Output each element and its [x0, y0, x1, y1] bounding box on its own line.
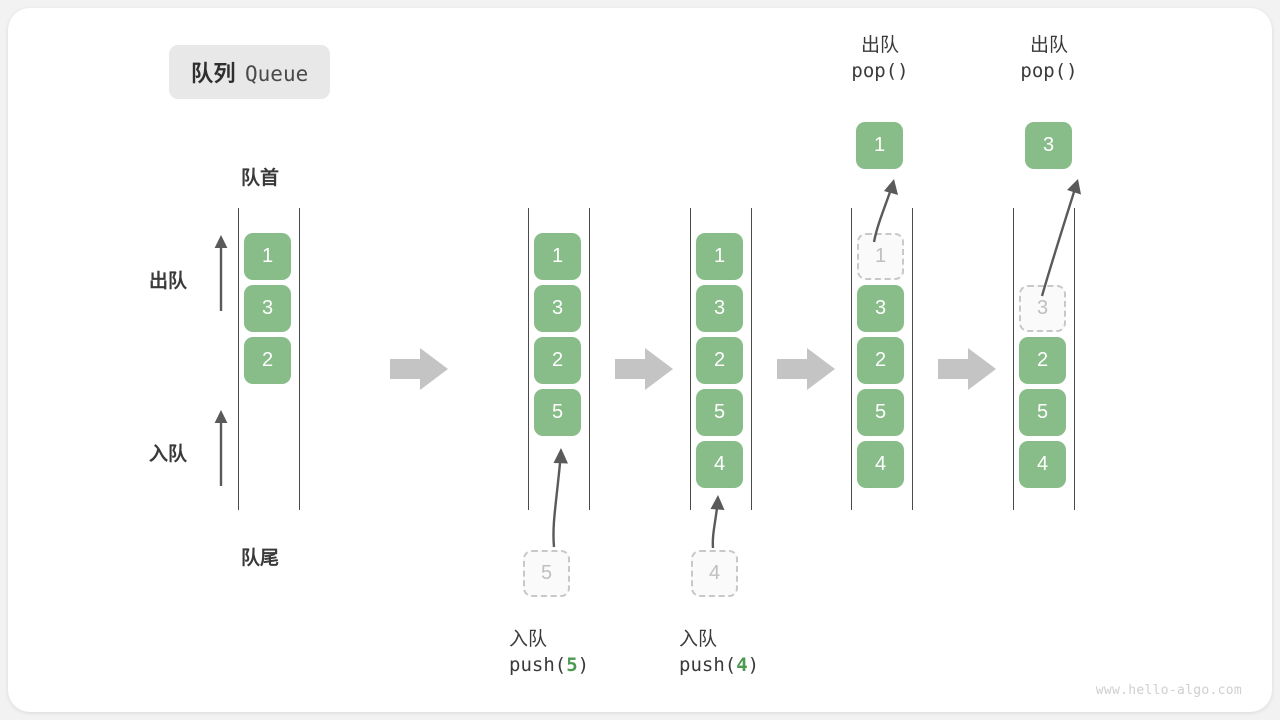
- diagram-canvas: 队列 Queue 队首 队尾 出队 入队 1 3 2: [8, 8, 1272, 712]
- queue-head-label: 队首: [241, 168, 280, 189]
- dequeue-direction-arrow-icon: [214, 235, 228, 311]
- queue-cell: 2: [1019, 337, 1066, 384]
- rail-left: [528, 208, 529, 510]
- pop-arrow-icon: [1040, 179, 1081, 297]
- queue-cell: 3: [696, 285, 743, 332]
- rail-right: [912, 208, 913, 510]
- diagram-card: 队列 Queue 队首 队尾 出队 入队 1 3 2: [8, 8, 1272, 712]
- queue-cell: 1: [244, 233, 291, 280]
- pop-arrow-icon: [872, 179, 898, 243]
- rail-left: [851, 208, 852, 510]
- pending-push-ghost-cell: 4: [691, 550, 738, 597]
- title-en: Queue: [245, 62, 309, 86]
- queue-cell: 3: [857, 285, 904, 332]
- queue-cell: 5: [696, 389, 743, 436]
- pop-1-caption: 出队 pop(): [820, 34, 940, 83]
- enqueue-direction-arrow-icon: [214, 410, 228, 486]
- push-arrow-icon: [710, 495, 725, 549]
- queue-tail-label: 队尾: [241, 548, 280, 569]
- rail-left: [690, 208, 691, 510]
- queue-cell: 1: [696, 233, 743, 280]
- push-arrow-icon: [552, 448, 568, 548]
- rail-right: [751, 208, 752, 510]
- pop-3-caption-cn: 出队: [1029, 35, 1068, 56]
- push-5-caption-cn: 入队: [509, 629, 548, 650]
- enqueue-direction-label: 入队: [149, 444, 188, 465]
- popped-cell: 1: [856, 122, 903, 169]
- rail-left: [238, 208, 239, 510]
- queue-cell: 1: [534, 233, 581, 280]
- popped-cell: 3: [1025, 122, 1072, 169]
- queue-cell: 5: [857, 389, 904, 436]
- diagram-title-chip: 队列 Queue: [169, 45, 331, 99]
- queue-cell: 2: [857, 337, 904, 384]
- queue-cell: 4: [1019, 441, 1066, 488]
- push-5-caption: 入队 push(5): [509, 628, 589, 677]
- rail-right: [1074, 208, 1075, 510]
- queue-cell: 5: [1019, 389, 1066, 436]
- push-4-caption-code: push(4): [679, 653, 760, 676]
- queue-cell: 3: [534, 285, 581, 332]
- watermark: www.hello-algo.com: [1095, 683, 1242, 698]
- step-separator-arrow-icon: [615, 348, 673, 390]
- rail-right: [299, 208, 300, 510]
- queue-cell: 4: [857, 441, 904, 488]
- push-4-caption-cn: 入队: [679, 629, 718, 650]
- pop-3-caption: 出队 pop(): [989, 34, 1109, 83]
- pending-push-ghost-cell: 5: [523, 550, 570, 597]
- push-4-caption: 入队 push(4): [679, 628, 759, 677]
- step-separator-arrow-icon: [777, 348, 835, 390]
- rail-left: [1013, 208, 1014, 510]
- pop-1-caption-code: pop(): [851, 59, 909, 82]
- queue-cell-new: 5: [534, 389, 581, 436]
- step-separator-arrow-icon: [938, 348, 996, 390]
- queue-cell: 2: [696, 337, 743, 384]
- pop-3-caption-code: pop(): [1020, 59, 1078, 82]
- queue-cell: 2: [534, 337, 581, 384]
- queue-cell: 2: [244, 337, 291, 384]
- dequeue-direction-label: 出队: [149, 271, 188, 292]
- queue-cell-new: 4: [696, 441, 743, 488]
- step-separator-arrow-icon: [390, 348, 448, 390]
- queue-cell: 3: [244, 285, 291, 332]
- rail-right: [589, 208, 590, 510]
- push-5-caption-code: push(5): [509, 653, 590, 676]
- pop-1-caption-cn: 出队: [860, 35, 899, 56]
- title-cn: 队列: [191, 61, 237, 86]
- popped-ghost-cell: 1: [857, 233, 904, 280]
